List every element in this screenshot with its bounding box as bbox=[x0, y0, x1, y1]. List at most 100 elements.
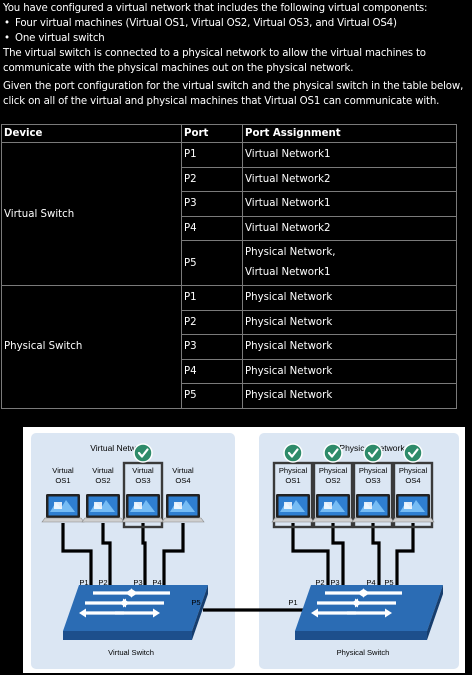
physical-switch-label: Physical Switch bbox=[337, 648, 390, 657]
check-mark bbox=[287, 448, 299, 458]
table-row: P4 Physical Network bbox=[2, 358, 457, 384]
check-icon bbox=[323, 443, 343, 463]
pm-cable bbox=[331, 523, 345, 589]
assignment-cell: Physical Network, Virtual Network1 bbox=[242, 240, 457, 286]
virtual-port-label: P3 bbox=[133, 578, 142, 587]
check-icon bbox=[403, 443, 423, 463]
selection-box bbox=[272, 461, 314, 529]
physical-port-label: P4 bbox=[366, 578, 375, 587]
switch-arrow-icon bbox=[351, 598, 396, 608]
machine-label: OS3 bbox=[365, 476, 380, 485]
laptop-base bbox=[311, 517, 355, 523]
virtual-port-label: P4 bbox=[152, 578, 161, 587]
laptop-window bbox=[284, 502, 292, 509]
switch-top bbox=[295, 585, 443, 631]
switch-top bbox=[63, 585, 208, 631]
assignment-cell: Virtual Network1 bbox=[242, 142, 457, 168]
port-cell: P4 bbox=[181, 358, 243, 384]
laptop-window bbox=[94, 502, 102, 509]
laptop-window bbox=[364, 502, 372, 509]
virtual-switch-icon bbox=[63, 585, 208, 640]
machine-label: OS4 bbox=[405, 476, 420, 485]
machine-label: Physical bbox=[359, 466, 388, 475]
table-row: P3 Physical Network bbox=[2, 334, 457, 360]
switch-arrow-icon bbox=[347, 608, 392, 618]
table-row: P2 Physical Network bbox=[2, 309, 457, 335]
check-mark bbox=[137, 448, 149, 458]
switch-arrow-icon bbox=[317, 598, 362, 608]
machine-label: Virtual bbox=[172, 466, 194, 475]
switch-arrow-icon bbox=[311, 608, 356, 618]
header-port-assignment: Port Assignment bbox=[242, 124, 457, 143]
laptop-base bbox=[81, 517, 125, 523]
switch-arrow-icon bbox=[125, 588, 170, 598]
virtual-switch-label: Virtual Switch bbox=[108, 648, 154, 657]
device-virtual-switch: Virtual Switch bbox=[1, 142, 182, 286]
machine-label: Virtual bbox=[52, 466, 74, 475]
machine-label: Physical bbox=[279, 466, 308, 475]
switch-front bbox=[63, 631, 192, 640]
component-list: Four virtual machines (Virtual OS1, Virt… bbox=[3, 16, 471, 46]
switch-arrow-icon bbox=[325, 588, 370, 598]
assignment-cell: Physical Network bbox=[242, 285, 457, 311]
port-cell: P3 bbox=[181, 334, 243, 360]
table-row: P5 Physical Network, Virtual Network1 bbox=[2, 240, 457, 286]
machine-label: OS4 bbox=[175, 476, 190, 485]
vm-cable bbox=[101, 523, 112, 589]
check-icon bbox=[133, 443, 153, 463]
switch-front bbox=[295, 631, 427, 640]
selection-box bbox=[392, 461, 434, 529]
port-cell: P2 bbox=[181, 166, 243, 192]
table-row: P3 Virtual Network1 bbox=[2, 191, 457, 217]
check-mark bbox=[407, 448, 419, 458]
assignment-cell: Physical Network bbox=[242, 358, 457, 384]
device-physical-switch: Physical Switch bbox=[1, 285, 182, 409]
physical-uplink-port-label: P1 bbox=[288, 598, 297, 607]
switch-arrow-icon bbox=[119, 598, 164, 608]
switch-side bbox=[427, 585, 443, 640]
physical-port-label: P2 bbox=[315, 578, 324, 587]
virtual-port-label: P2 bbox=[98, 578, 107, 587]
assignment-cell: Physical Network bbox=[242, 334, 457, 360]
component-list-item: One virtual switch bbox=[4, 31, 471, 46]
question-instruction: Given the port configuration for the vir… bbox=[3, 81, 464, 107]
laptop-window bbox=[174, 502, 182, 509]
header-port: Port bbox=[181, 124, 243, 143]
port-config-table: Device Port Port Assignment Virtual Swit… bbox=[1, 124, 457, 409]
check-circle bbox=[363, 443, 383, 463]
port-cell: P1 bbox=[181, 285, 243, 311]
laptop-base bbox=[351, 517, 395, 523]
switch-arrow-icon bbox=[93, 588, 138, 598]
machine-label: Physical bbox=[319, 466, 348, 475]
laptop-base bbox=[41, 517, 85, 523]
header-device: Device bbox=[1, 124, 182, 143]
physical-switch-icon bbox=[295, 585, 443, 640]
laptop-window bbox=[404, 502, 412, 509]
pm-cable bbox=[291, 523, 330, 589]
vm-cable bbox=[61, 523, 93, 589]
port-cell: P5 bbox=[181, 383, 243, 409]
table-header-row: Device Port Port Assignment bbox=[1, 124, 457, 143]
assignment-cell: Virtual Network2 bbox=[242, 215, 457, 241]
switch-side bbox=[192, 585, 208, 640]
component-list-item: Four virtual machines (Virtual OS1, Virt… bbox=[4, 16, 471, 31]
pm-cable bbox=[371, 523, 381, 589]
machine-label: Virtual bbox=[92, 466, 114, 475]
check-circle bbox=[283, 443, 303, 463]
port-cell: P1 bbox=[181, 142, 243, 168]
laptop-base bbox=[391, 517, 435, 523]
machine-label: Virtual bbox=[132, 466, 154, 475]
switch-arrow-icon bbox=[357, 588, 402, 598]
check-circle bbox=[403, 443, 423, 463]
machine-label: OS2 bbox=[325, 476, 340, 485]
question-intro: You have configured a virtual network th… bbox=[3, 3, 428, 14]
